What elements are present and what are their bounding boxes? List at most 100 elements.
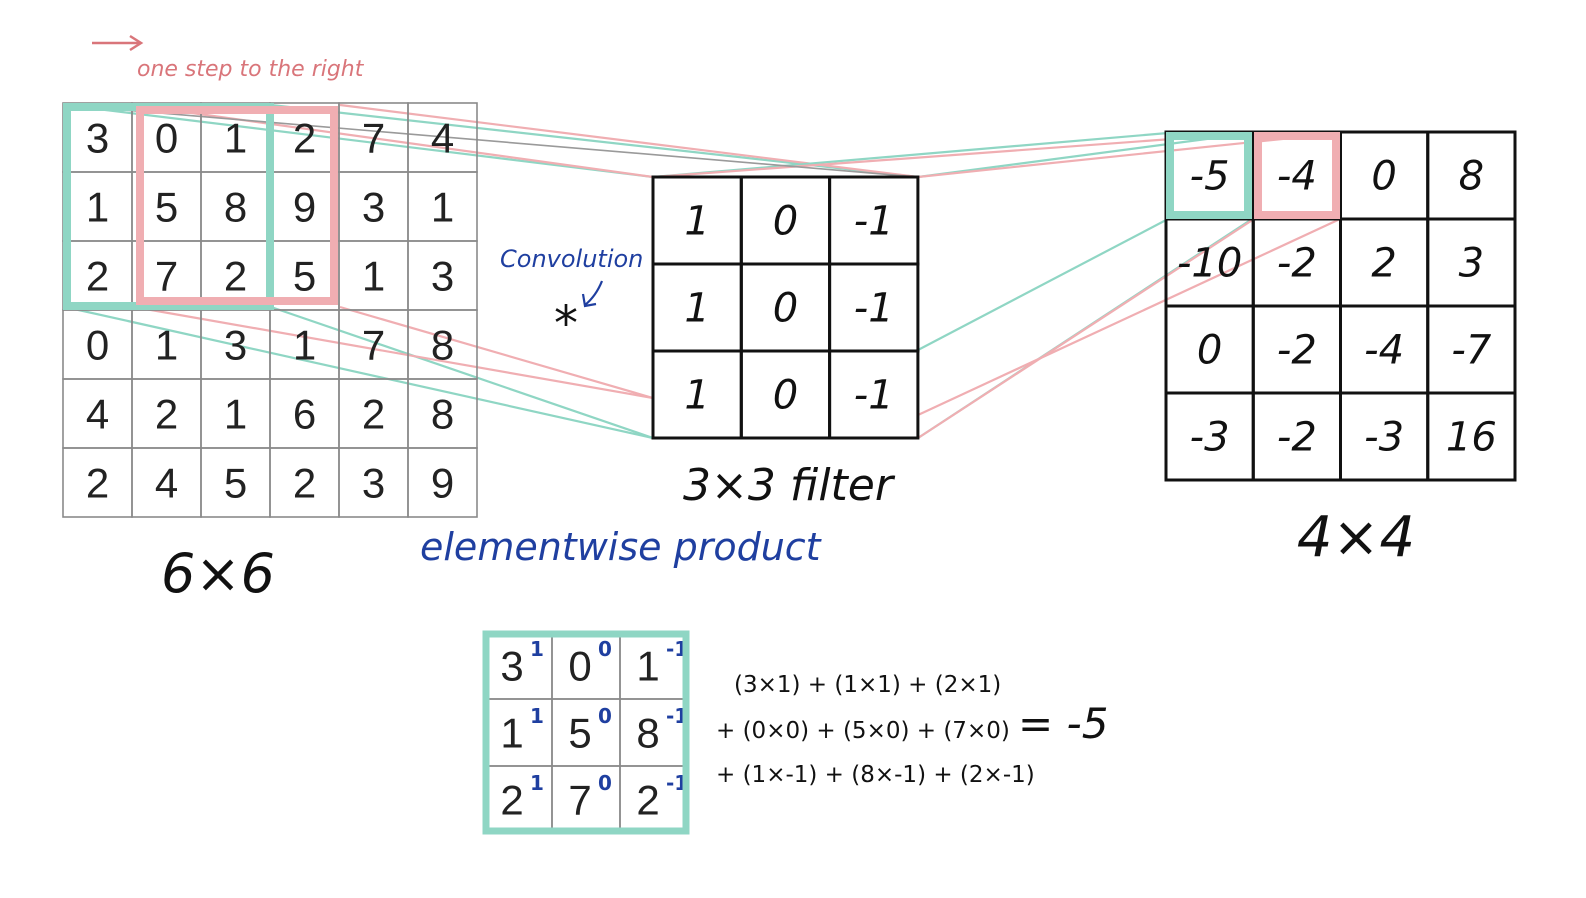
product-cell-value: 0 [568, 643, 591, 690]
output-cell-value: -4 [1364, 328, 1404, 374]
product-cell-value: 1 [636, 643, 659, 690]
filter-cell [828, 349, 920, 440]
connector-line-teal [270, 305, 654, 440]
convolution-label: Convolution [500, 245, 643, 273]
input-cell-value: 2 [155, 391, 178, 438]
input-cell [407, 447, 478, 518]
input-cell-value: 2 [293, 115, 316, 162]
input-cell-value: 1 [155, 322, 178, 369]
output-cell-value: 2 [1371, 241, 1396, 287]
output-cell-value: 16 [1446, 415, 1497, 461]
output-cell-value: -2 [1277, 328, 1317, 374]
filter-weight-superscript: 0 [598, 637, 612, 661]
input-matrix-label: 6×6 [161, 542, 275, 605]
connector-line-teal [64, 103, 654, 179]
product-cell-value: 2 [500, 777, 523, 824]
input-cell-value: 1 [224, 391, 247, 438]
filter-cell-value: 1 [684, 199, 709, 245]
input-cell-value: 3 [362, 460, 385, 507]
input-cell-value: 1 [293, 322, 316, 369]
input-cell-value: 5 [293, 253, 316, 300]
step-arrow-head [129, 34, 144, 52]
filter-weight-superscript: 0 [598, 771, 612, 795]
input-cell-value: 3 [224, 322, 247, 369]
product-cell-value: 3 [500, 643, 523, 690]
step-note: one step to the right [137, 57, 365, 82]
connector-line-gray [64, 104, 919, 178]
input-cell-value: 3 [362, 184, 385, 231]
input-cell-value: 9 [431, 460, 454, 507]
output-cell [1426, 391, 1517, 482]
output-cell-value: -10 [1177, 241, 1242, 287]
output-cell-value: -2 [1277, 241, 1317, 287]
filter-cell-value: -1 [854, 199, 894, 245]
input-cell-value: 1 [224, 115, 247, 162]
output-cell-value: 8 [1459, 154, 1484, 200]
input-cell-value: 3 [86, 115, 109, 162]
filter-weight-superscript: 1 [530, 637, 544, 661]
input-cell-value: 1 [362, 253, 385, 300]
output-cell-value: -5 [1190, 154, 1230, 200]
product-cell-value: 7 [568, 777, 591, 824]
filter-label: 3×3 filter [683, 460, 896, 511]
connector-line-pink [917, 131, 1341, 179]
input-highlight-pink [136, 106, 338, 305]
output-highlight-pink [1254, 132, 1340, 219]
input-cell-value: 6 [293, 391, 316, 438]
elementwise-label: elementwise product [420, 525, 823, 569]
connector-line-pink [917, 218, 1341, 416]
input-cell-value: 0 [155, 115, 178, 162]
input-cell-value: 7 [362, 115, 385, 162]
connector-line-teal [917, 218, 1169, 351]
product-cell-value: 2 [636, 777, 659, 824]
output-cell-value: -7 [1451, 328, 1491, 374]
equation-line-3: + (1×-1) + (8×-1) + (2×-1) [716, 762, 1035, 788]
connector-line-teal [64, 305, 654, 440]
convolution-pointer-arrow [584, 280, 604, 306]
output-cell-value: -3 [1364, 415, 1404, 461]
output-cell-value: 0 [1197, 328, 1222, 374]
input-cell-value: 1 [86, 184, 109, 231]
input-cell-value: 8 [224, 184, 247, 231]
input-cell-value: 8 [431, 391, 454, 438]
input-cell-value: 7 [155, 253, 178, 300]
input-cell-value: 7 [362, 322, 385, 369]
filter-cell-value: -1 [854, 286, 894, 332]
connector-line-pink [339, 305, 654, 400]
connector-line-pink [339, 103, 919, 179]
filter-cell-value: 1 [684, 286, 709, 332]
output-cell-value: -3 [1190, 415, 1230, 461]
input-cell-value: 5 [224, 460, 247, 507]
input-cell-value: 2 [362, 391, 385, 438]
output-cell-value: -4 [1277, 154, 1317, 200]
connector-lines [64, 103, 1341, 440]
input-cell-value: 2 [224, 253, 247, 300]
filter-cell-value: 0 [773, 373, 798, 419]
product-grid-highlight [482, 630, 690, 835]
connector-line-pink [133, 305, 654, 400]
filter-weight-superscript: 0 [598, 704, 612, 728]
connector-line-pink [917, 218, 1255, 439]
equation-result: = -5 [1018, 699, 1108, 748]
input-cell-value: 0 [86, 322, 109, 369]
filter-weight-superscript: 1 [530, 704, 544, 728]
input-cell-value: 4 [155, 460, 178, 507]
input-cell-value: 4 [431, 115, 454, 162]
product-cell-value: 1 [500, 710, 523, 757]
input-cell-value: 1 [431, 184, 454, 231]
connector-line-pink [133, 103, 654, 179]
input-cell-value: 4 [86, 391, 109, 438]
filter-weight-superscript: 1 [530, 771, 544, 795]
input-cell-value: 8 [431, 322, 454, 369]
output-highlight-teal [1166, 132, 1252, 219]
product-cell-value: 8 [636, 710, 659, 757]
connector-line-teal [917, 131, 1253, 179]
input-cell-value: 2 [293, 460, 316, 507]
output-matrix-label: 4×4 [1297, 505, 1415, 570]
filter-cell-value: 1 [684, 373, 709, 419]
input-cell-value: 9 [293, 184, 316, 231]
